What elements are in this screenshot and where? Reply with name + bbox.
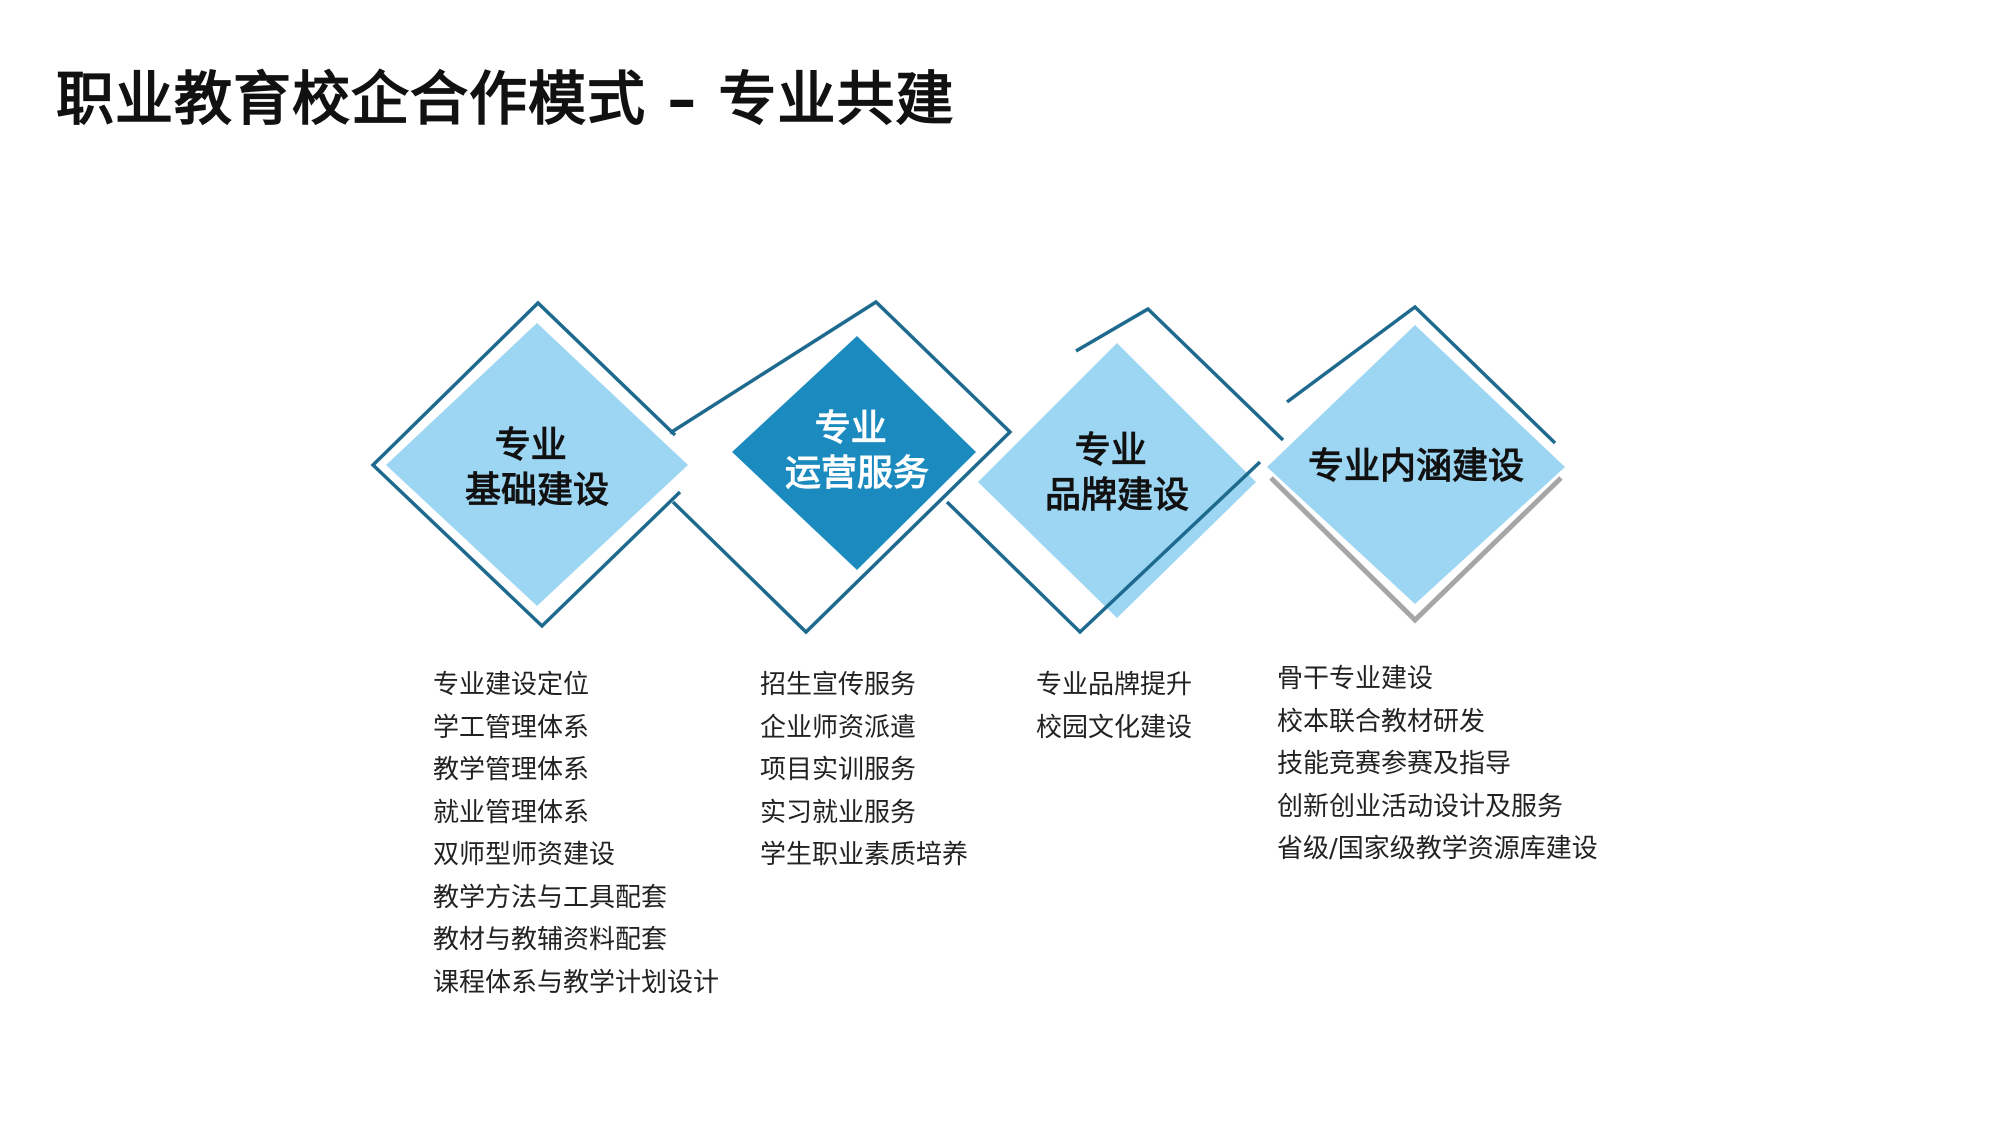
operation-service-list: 招生宣传服务 企业师资派遣 项目实训服务 实习就业服务 学生职业素质培养 — [760, 664, 968, 877]
connotation-construction-list: 骨干专业建设 校本联合教材研发 技能竞赛参赛及指导 创新创业活动设计及服务 省级… — [1277, 658, 1598, 871]
page-title: 职业教育校企合作模式 – 专业共建 — [56, 65, 955, 133]
diamond-connotation-construction-shadow — [1269, 476, 1563, 624]
list-item: 企业师资派遣 — [760, 712, 917, 743]
diamond-basic-construction-outline — [370, 300, 682, 629]
diamond-connotation-construction: 专业内涵建设 — [1267, 304, 1565, 624]
brand-construction-list: 专业品牌提升 校园文化建设 — [1036, 664, 1192, 749]
list-item: 教学管理体系 — [433, 755, 590, 785]
list-item: 创新创业活动设计及服务 — [1277, 791, 1564, 822]
diamond-connotation-construction-fill — [1267, 325, 1565, 604]
diamond-brand-construction-label: 专业 品牌建设 — [1045, 430, 1189, 516]
list-item: 学生职业素质培养 — [760, 840, 969, 870]
list-item: 教学方法与工具配套 — [433, 882, 668, 913]
diamond-operation-service-fill — [732, 336, 976, 570]
list-item: 项目实训服务 — [760, 755, 917, 785]
diamond-basic-construction-fill — [386, 323, 688, 606]
diamond-connotation-construction-label: 专业内涵建设 — [1308, 446, 1524, 487]
list-item: 招生宣传服务 — [760, 670, 917, 700]
list-item: 教材与教辅资料配套 — [433, 925, 668, 955]
list-item: 专业品牌提升 — [1036, 670, 1193, 700]
basic-construction-list: 专业建设定位 学工管理体系 教学管理体系 就业管理体系 双师型师资建设 教学方法… — [433, 664, 719, 1004]
diamond-brand-construction: 专业 品牌建设 — [945, 306, 1285, 635]
list-item: 技能竞赛参赛及指导 — [1277, 749, 1512, 779]
list-item: 课程体系与教学计划设计 — [433, 967, 720, 998]
diamond-brand-construction-outline — [945, 306, 1285, 635]
diamond-brand-construction-fill — [978, 343, 1256, 618]
list-item: 校本联合教材研发 — [1277, 706, 1486, 737]
diamond-operation-service: 专业 运营服务 — [669, 299, 1013, 635]
list-item: 就业管理体系 — [433, 797, 590, 828]
list-item: 专业建设定位 — [433, 670, 590, 700]
diamond-operation-service-outline — [669, 299, 1013, 635]
list-item: 校园文化建设 — [1036, 712, 1193, 743]
list-item: 省级/国家级教学资源库建设 — [1277, 834, 1598, 864]
diamond-basic-construction: 专业 基础建设 — [370, 300, 688, 629]
diamond-basic-construction-label: 专业 基础建设 — [465, 425, 609, 511]
list-item: 骨干专业建设 — [1277, 664, 1434, 694]
diamond-operation-service-label: 专业 运营服务 — [785, 408, 929, 494]
diamond-connotation-construction-outline — [1285, 304, 1557, 445]
list-item: 双师型师资建设 — [433, 840, 616, 870]
list-item: 学工管理体系 — [433, 712, 590, 743]
list-item: 实习就业服务 — [760, 797, 917, 828]
